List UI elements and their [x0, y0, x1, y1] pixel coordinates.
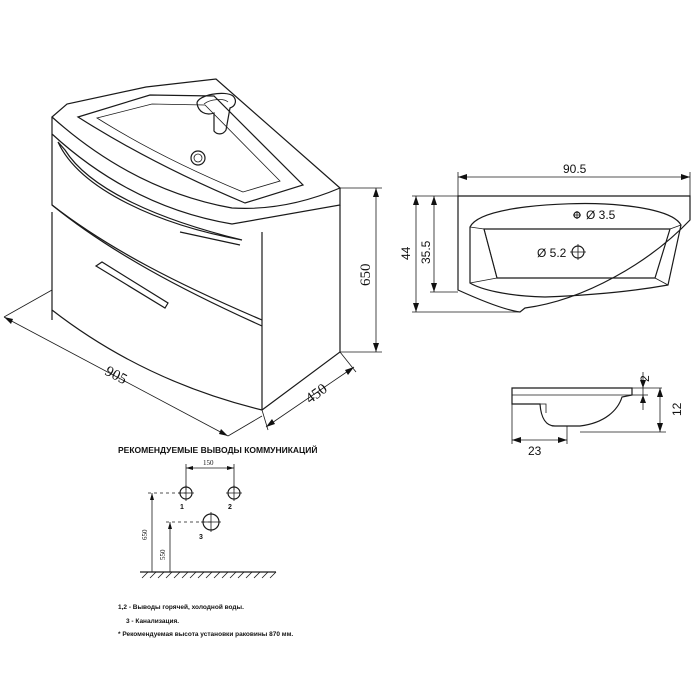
- dim-line-450: [265, 366, 355, 428]
- top-fascia-groove: [57, 141, 243, 241]
- dim-label-2: 2: [638, 375, 652, 382]
- outlet-3-label: 3: [199, 534, 203, 541]
- floor-hatching: [141, 571, 277, 579]
- lower-drawer: [51, 212, 263, 411]
- arrow: [558, 437, 567, 443]
- arrow: [150, 493, 154, 500]
- arrow: [512, 437, 521, 443]
- dim-label-550-util: 550: [159, 549, 167, 560]
- faucet: [196, 92, 236, 135]
- drain-hole-label: Ø 5.2: [537, 246, 567, 260]
- arrow: [640, 395, 646, 403]
- tap-hole-cross: [573, 211, 581, 219]
- countertop-front-edge: [51, 117, 341, 225]
- dim-label-650: 650: [358, 264, 374, 287]
- basin-facet-left: [483, 228, 498, 279]
- faucet-lever: [203, 99, 229, 105]
- dim-label-44: 44: [399, 246, 413, 260]
- arrow: [373, 188, 379, 197]
- upper-handle: [179, 231, 241, 246]
- tap-hole-label: Ø 3.5: [586, 208, 616, 222]
- arrow: [640, 380, 646, 388]
- dim-label-905: 905: [102, 363, 129, 388]
- arrow: [431, 283, 437, 292]
- arrow: [681, 174, 690, 180]
- top-view-outline: [457, 195, 691, 313]
- lower-handle: [94, 261, 169, 309]
- dim-label-90-5: 90.5: [563, 162, 587, 176]
- drain-hole-cross: [570, 244, 586, 260]
- arrow: [186, 466, 193, 470]
- arrow: [373, 343, 379, 352]
- arrow: [168, 522, 172, 529]
- dim-label-150: 150: [203, 459, 214, 467]
- dim-label-12: 12: [670, 402, 684, 416]
- arrow: [657, 388, 663, 397]
- section-drain: [540, 403, 547, 413]
- drain-hole: [190, 150, 206, 166]
- top-view-basin-inner: [483, 228, 671, 279]
- basin-inner-rim: [76, 94, 305, 204]
- drawer-split: [51, 204, 263, 327]
- arrow: [219, 429, 228, 436]
- ext-line-905-right: [227, 415, 263, 437]
- section-profile: [511, 387, 633, 427]
- outlet-2-label: 2: [228, 504, 232, 511]
- ext-line-450-left: [261, 409, 269, 431]
- arrow: [345, 367, 354, 375]
- utilities-heading: РЕКОМЕНДУЕМЫЕ ВЫВОДЫ КОММУНИКАЦИЙ: [118, 444, 317, 455]
- arrow: [227, 466, 234, 470]
- ext-line-450-right: [339, 351, 357, 373]
- isometric-vanity-view: 905 450 650: [3, 78, 382, 437]
- note-water: 1,2 - Выводы горячей, холодной воды.: [118, 603, 244, 611]
- dim-label-450: 450: [303, 381, 331, 407]
- drain-hole-inner: [193, 153, 203, 163]
- arrow: [413, 196, 419, 205]
- ext-line-905-left: [3, 289, 53, 318]
- cabinet-right-side: [261, 205, 341, 411]
- arrow: [458, 174, 467, 180]
- top-view: Ø 3.5 Ø 5.2 90.5 44 35.5: [399, 162, 691, 313]
- arrow: [266, 419, 275, 427]
- dim-line-905: [3, 316, 229, 437]
- section-view: 2 12 23: [511, 372, 684, 458]
- outlet-1-label: 1: [180, 504, 184, 511]
- dim-label-23: 23: [528, 444, 542, 458]
- dim-label-650-util: 650: [141, 529, 149, 540]
- basin-bowl: [95, 103, 281, 193]
- utilities-scheme: РЕКОМЕНДУЕМЫЕ ВЫВОДЫ КОММУНИКАЦИЙ 150 1 …: [118, 444, 317, 638]
- arrow: [4, 317, 13, 324]
- basin-facets: [469, 224, 682, 286]
- note-drain: 3 - Канализация.: [126, 618, 179, 625]
- dim-label-35-5: 35.5: [419, 240, 433, 264]
- countertop-top: [51, 78, 342, 209]
- arrow: [657, 423, 663, 432]
- note-height: * Рекомендуемая высота установки раковин…: [118, 631, 293, 638]
- arrow: [431, 196, 437, 205]
- outlet-cross: [226, 485, 242, 501]
- arrow: [413, 303, 419, 312]
